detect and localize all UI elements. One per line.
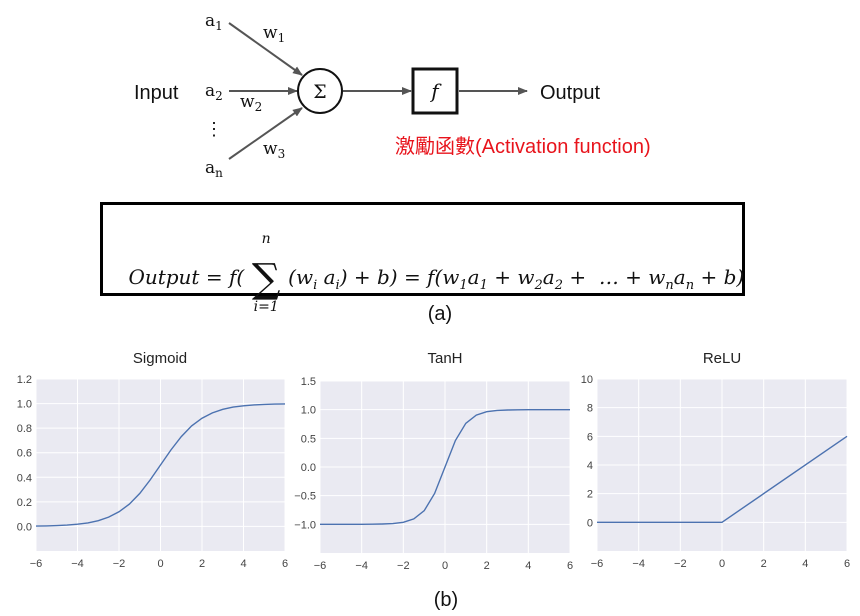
chart-title: ReLU	[703, 350, 741, 367]
y-tick-label: 0.6	[17, 448, 32, 460]
formula-subscript: 2	[534, 278, 543, 293]
y-tick-label: −1.0	[294, 519, 316, 531]
formula-term: ) + b) = f(w	[339, 265, 460, 289]
arrow-a1	[228, 22, 303, 76]
x-tick-label: −4	[632, 558, 645, 570]
y-tick-label: 0.8	[17, 423, 32, 435]
chart-sigmoid: Sigmoid −6 −4 −2 0 2 4 6 0.0 0.2 0.4 0.6 0.8 1.0 1.2	[17, 350, 288, 570]
formula-term: (w	[288, 265, 314, 289]
x-tick-label: 0	[157, 558, 163, 570]
y-tick-label: 1.0	[17, 399, 32, 411]
sum-lower: i=1	[253, 299, 279, 315]
formula-box: Output = f(n∑i=1(wi ai) + b) = f(w1a1 + …	[100, 202, 745, 315]
input-a1: a1	[205, 11, 223, 33]
y-tick-label: 1.5	[301, 376, 316, 388]
y-tick-label: 10	[581, 374, 593, 386]
sum-node	[297, 68, 343, 114]
y-tick-label: 0.4	[17, 472, 32, 484]
y-tick-label: 4	[587, 460, 593, 472]
sum-symbol: Σ	[313, 81, 326, 103]
caption-b: (b)	[434, 589, 458, 611]
sum-sign: ∑	[251, 256, 281, 302]
x-tick-label: −4	[71, 558, 84, 570]
formula-subscript: n	[665, 278, 674, 293]
caption-a: (a)	[428, 303, 452, 325]
x-tick-label: 4	[240, 558, 246, 570]
output-label: Output	[540, 82, 600, 104]
weight-w3: w3	[263, 139, 285, 161]
y-tick-label: 2	[587, 489, 593, 501]
y-tick-label: 0.0	[301, 462, 316, 474]
sum-upper: n	[261, 231, 271, 247]
x-tick-label: −6	[314, 560, 327, 572]
formula-rhs: (wi ai) + b) = f(w1a1 + w2a2 + … + wnan …	[288, 265, 745, 293]
x-tick-label: −2	[397, 560, 410, 572]
summation: n ∑i=1	[244, 231, 288, 315]
y-tick-label: 1.0	[301, 405, 316, 417]
input-label: Input	[134, 82, 179, 104]
formula-lhs: Output = f(	[128, 265, 245, 289]
chart-relu: ReLU −6 −4 −2 0 2 4 6 0 2 4 6 8 10	[581, 350, 850, 570]
ellipsis: ⋮	[205, 119, 223, 140]
x-tick-label: −2	[113, 558, 126, 570]
weight-w2: w2	[240, 92, 262, 114]
y-tick-label: 0.0	[17, 521, 32, 533]
formula-subscript: i	[335, 278, 340, 293]
y-tick-label: 1.2	[17, 374, 32, 386]
weight-w1: w1	[263, 23, 285, 45]
x-tick-label: 0	[719, 558, 725, 570]
activation-box	[411, 67, 459, 115]
y-tick-label: 6	[587, 431, 593, 443]
x-tick-label: 6	[567, 560, 573, 572]
x-tick-label: 4	[525, 560, 531, 572]
y-tick-label: −0.5	[294, 491, 316, 503]
formula-term: + w	[487, 265, 535, 289]
chart-title: Sigmoid	[133, 350, 187, 367]
formula-term: + … + w	[562, 265, 666, 289]
formula-subscript: i	[313, 278, 318, 293]
x-tick-label: 4	[802, 558, 808, 570]
formula-term: a	[317, 265, 336, 289]
x-tick-label: −2	[674, 558, 687, 570]
series-line-relu	[597, 435, 848, 523]
activation-label: 激勵函數(Activation function)	[395, 135, 651, 158]
neuron-diagram: Input Output a1 a2 an ⋮ w1 w2 w3 Σ f 激勵函…	[134, 11, 651, 180]
input-a2: a2	[205, 81, 223, 103]
x-tick-label: 6	[282, 558, 288, 570]
y-tick-label: 0	[587, 517, 593, 529]
y-tick-label: 0.2	[17, 497, 32, 509]
formula-term: a	[673, 265, 686, 289]
formula-subscript: 1	[479, 278, 488, 293]
x-tick-label: −6	[591, 558, 604, 570]
input-an: an	[205, 158, 223, 180]
y-tick-label: 8	[587, 403, 593, 415]
chart-tanh: TanH −6 −4 −2 0 2 4 6 −1.0 −0.5 0.0 0.5 1.0 1.5	[294, 350, 573, 572]
formula-term: + b)	[694, 265, 745, 289]
x-tick-label: 6	[844, 558, 850, 570]
x-tick-label: −4	[355, 560, 368, 572]
formula-subscript: 1	[459, 278, 468, 293]
x-tick-label: 2	[761, 558, 767, 570]
formula-term: a	[542, 265, 555, 289]
formula-subscript: 2	[554, 278, 563, 293]
chart-title: TanH	[427, 350, 462, 367]
activation-charts: Sigmoid −6 −4 −2 0 2 4 6 0.0 0.2 0.4 0.6 0.8 1.0 1.2 Ta…	[17, 350, 850, 572]
x-tick-label: 0	[442, 560, 448, 572]
arrow-an	[228, 107, 303, 160]
x-tick-label: 2	[484, 560, 490, 572]
output-formula: Output = f(n∑i=1(wi ai) + b) = f(w1a1 + …	[103, 231, 745, 323]
formula-subscript: n	[685, 278, 695, 293]
y-tick-label: 0.5	[301, 433, 316, 445]
series-line-sigmoid	[35, 403, 286, 527]
series-line-tanh	[320, 409, 570, 525]
formula-term: a	[467, 265, 480, 289]
x-tick-label: −6	[30, 558, 43, 570]
x-tick-label: 2	[199, 558, 205, 570]
